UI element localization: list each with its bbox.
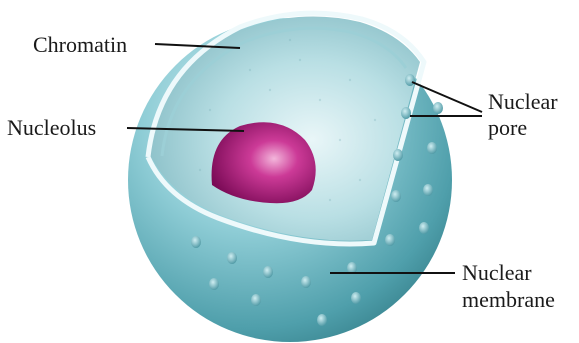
label-chromatin: Chromatin bbox=[33, 33, 127, 57]
nuclear-pore bbox=[251, 294, 261, 306]
label-nuclear-membrane-line2: membrane bbox=[462, 288, 555, 312]
label-nuclear-pore-line1: Nuclear bbox=[488, 90, 558, 114]
nuclear-pore bbox=[391, 190, 401, 202]
nuclear-pore bbox=[427, 142, 437, 154]
nuclear-pore bbox=[433, 102, 443, 114]
nuclear-pore bbox=[401, 107, 411, 119]
nuclear-pore bbox=[317, 314, 327, 326]
nuclear-pore bbox=[263, 266, 273, 278]
label-nucleolus: Nucleolus bbox=[7, 116, 96, 140]
nuclear-pore bbox=[301, 276, 311, 288]
nuclear-pore bbox=[209, 278, 219, 290]
nuclear-pore bbox=[405, 74, 415, 86]
nuclear-pore bbox=[227, 252, 237, 264]
nuclear-pore bbox=[423, 184, 433, 196]
nuclear-pore bbox=[191, 236, 201, 248]
nuclear-pore bbox=[419, 222, 429, 234]
label-nuclear-membrane-line1: Nuclear bbox=[462, 261, 532, 285]
label-nuclear-pore-line2: pore bbox=[488, 116, 527, 140]
nuclear-pore bbox=[393, 149, 403, 161]
nuclear-pore bbox=[351, 292, 361, 304]
nuclear-pore bbox=[385, 234, 395, 246]
